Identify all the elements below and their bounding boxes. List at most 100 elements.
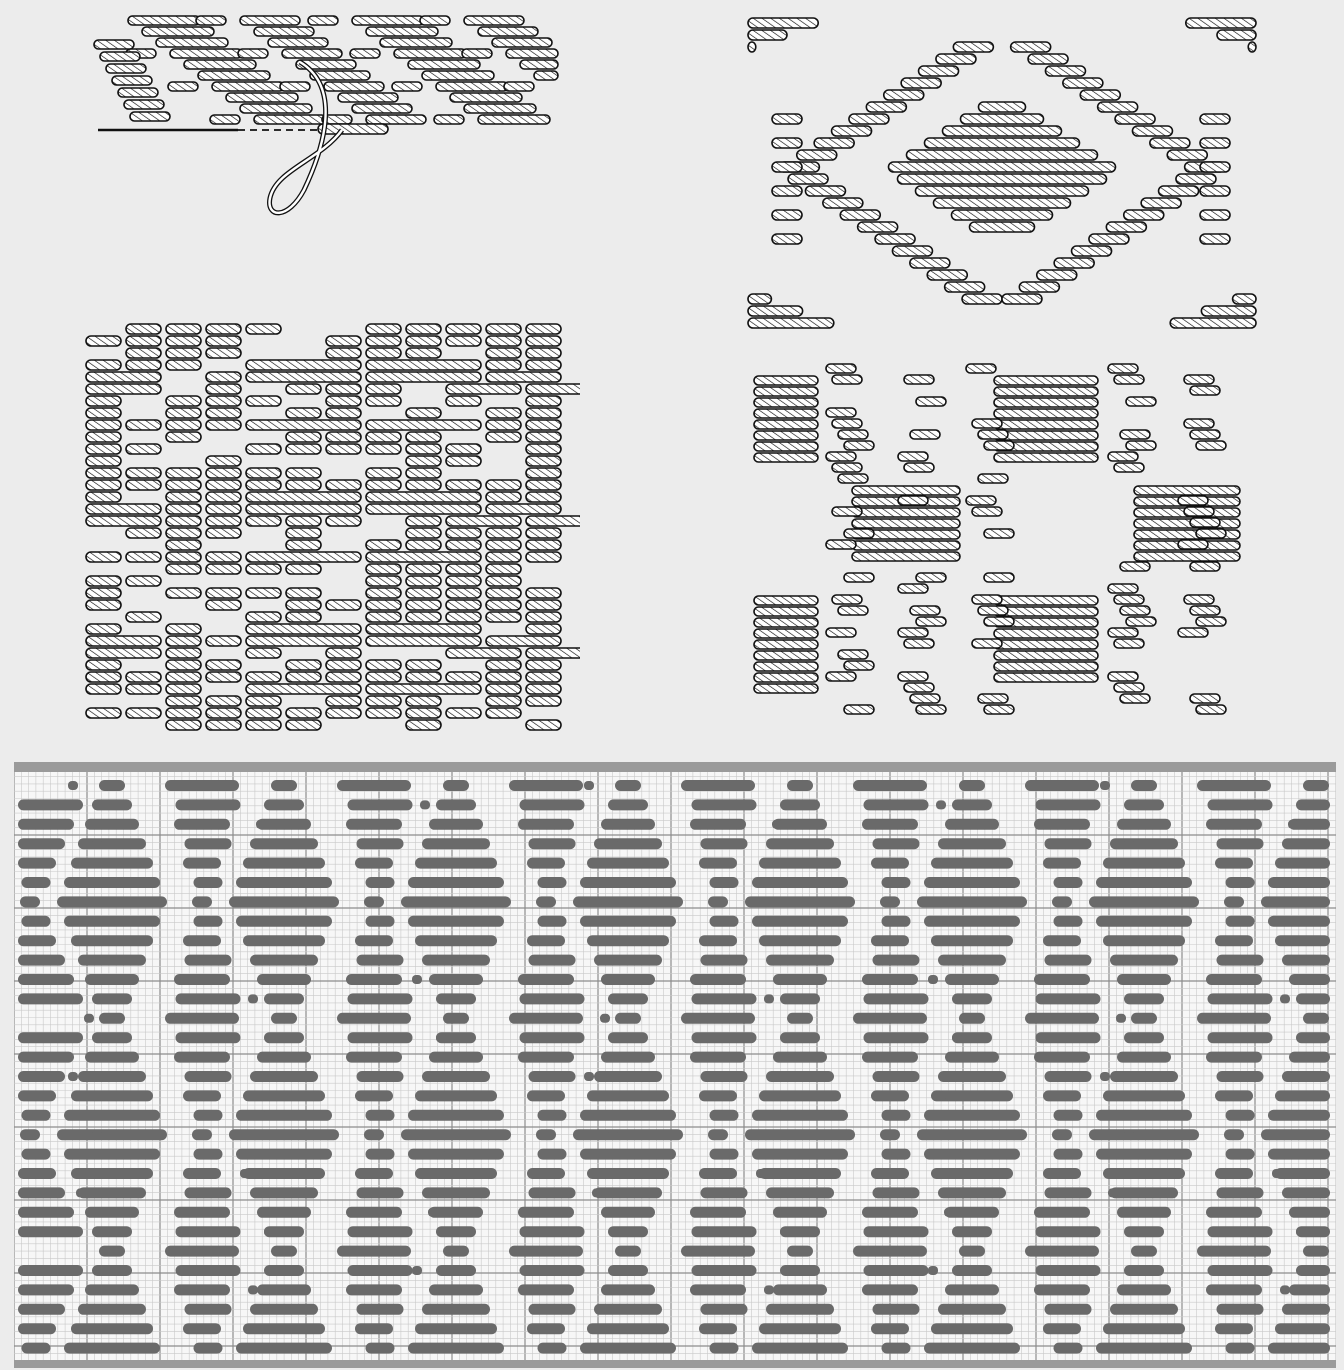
- stitch: [526, 672, 561, 682]
- chart-paper: [14, 762, 1336, 1368]
- stitch: [826, 408, 856, 417]
- stitch: [206, 504, 241, 514]
- stitch: [280, 82, 310, 91]
- stitch: [849, 114, 889, 124]
- stitch: [840, 210, 880, 220]
- stitch: [952, 210, 1053, 220]
- stitch: [206, 528, 241, 538]
- stitch: [446, 528, 481, 538]
- stitch: [1108, 628, 1138, 637]
- stitch: [246, 468, 281, 478]
- stitch: [406, 720, 441, 730]
- stitch: [196, 16, 226, 25]
- stitch: [910, 430, 940, 439]
- stitch: [206, 420, 241, 430]
- stitch: [1196, 529, 1226, 538]
- stitch: [486, 636, 561, 646]
- stitch: [970, 222, 1035, 232]
- stitch: [978, 430, 1008, 439]
- stitch: [1196, 705, 1226, 714]
- stitch: [898, 628, 928, 637]
- stitch: [748, 42, 756, 52]
- stitch: [366, 636, 481, 646]
- stitch: [406, 672, 441, 682]
- stitch: [406, 516, 441, 526]
- lattice-block-stitch: [754, 398, 818, 407]
- stitch: [526, 648, 580, 658]
- stitch: [166, 480, 201, 490]
- stitch: [86, 552, 121, 562]
- stitch: [366, 612, 401, 622]
- stitch: [326, 600, 361, 610]
- stitch: [486, 504, 561, 514]
- stitch: [1248, 42, 1256, 52]
- stitch: [1217, 30, 1256, 40]
- stitch: [506, 49, 558, 58]
- stitch: [826, 540, 856, 549]
- stitch: [446, 444, 481, 454]
- stitch: [246, 372, 361, 382]
- stitch: [366, 696, 401, 706]
- stitch: [366, 504, 481, 514]
- stitch: [366, 492, 481, 502]
- stitch: [898, 452, 928, 461]
- stitch: [1120, 430, 1150, 439]
- stitch: [1200, 186, 1230, 196]
- stitch: [86, 360, 121, 370]
- stitch: [326, 660, 361, 670]
- stitch: [772, 186, 802, 196]
- stitch: [86, 624, 121, 634]
- stitch: [832, 507, 862, 516]
- stitch: [286, 564, 321, 574]
- stitch: [246, 720, 281, 730]
- stitch: [526, 360, 561, 370]
- stitch: [1200, 162, 1230, 172]
- stitch: [326, 516, 361, 526]
- stitch: [838, 430, 868, 439]
- stitch: [106, 64, 146, 73]
- stitch: [286, 540, 321, 550]
- stitch: [1080, 90, 1120, 100]
- stitch: [1196, 441, 1226, 450]
- stitch: [366, 384, 401, 394]
- stitch: [246, 324, 281, 334]
- lattice-block-stitch: [994, 387, 1098, 396]
- stitch: [86, 516, 161, 526]
- stitch: [206, 588, 241, 598]
- stitch: [1028, 54, 1068, 64]
- stitch: [866, 102, 906, 112]
- stitch: [832, 126, 872, 136]
- stitch: [919, 66, 959, 76]
- stitch: [142, 27, 214, 36]
- stitch: [366, 372, 481, 382]
- stitch: [748, 18, 818, 28]
- stitch: [166, 324, 201, 334]
- stitch: [907, 150, 1098, 160]
- stitch: [823, 198, 863, 208]
- stitch: [406, 480, 441, 490]
- stitch: [901, 78, 941, 88]
- lattice-block-stitch: [754, 662, 818, 671]
- stitch: [210, 115, 240, 124]
- stitch: [86, 372, 161, 382]
- stitch: [526, 540, 561, 550]
- stitch: [86, 504, 161, 514]
- lattice-block-stitch: [994, 607, 1098, 616]
- stitch: [984, 705, 1014, 714]
- stitch: [486, 360, 521, 370]
- stitch: [1120, 562, 1150, 571]
- stitch: [1063, 78, 1103, 88]
- stitch: [526, 612, 561, 622]
- stitch: [814, 138, 854, 148]
- stitch: [166, 660, 201, 670]
- stitch: [324, 82, 384, 91]
- stitch: [904, 375, 934, 384]
- stitch: [486, 696, 521, 706]
- stitch: [486, 672, 521, 682]
- stitch: [916, 617, 946, 626]
- stitch: [166, 696, 201, 706]
- stitch: [366, 360, 481, 370]
- stitch: [934, 198, 1071, 208]
- stitch: [366, 672, 401, 682]
- stitch: [352, 104, 412, 113]
